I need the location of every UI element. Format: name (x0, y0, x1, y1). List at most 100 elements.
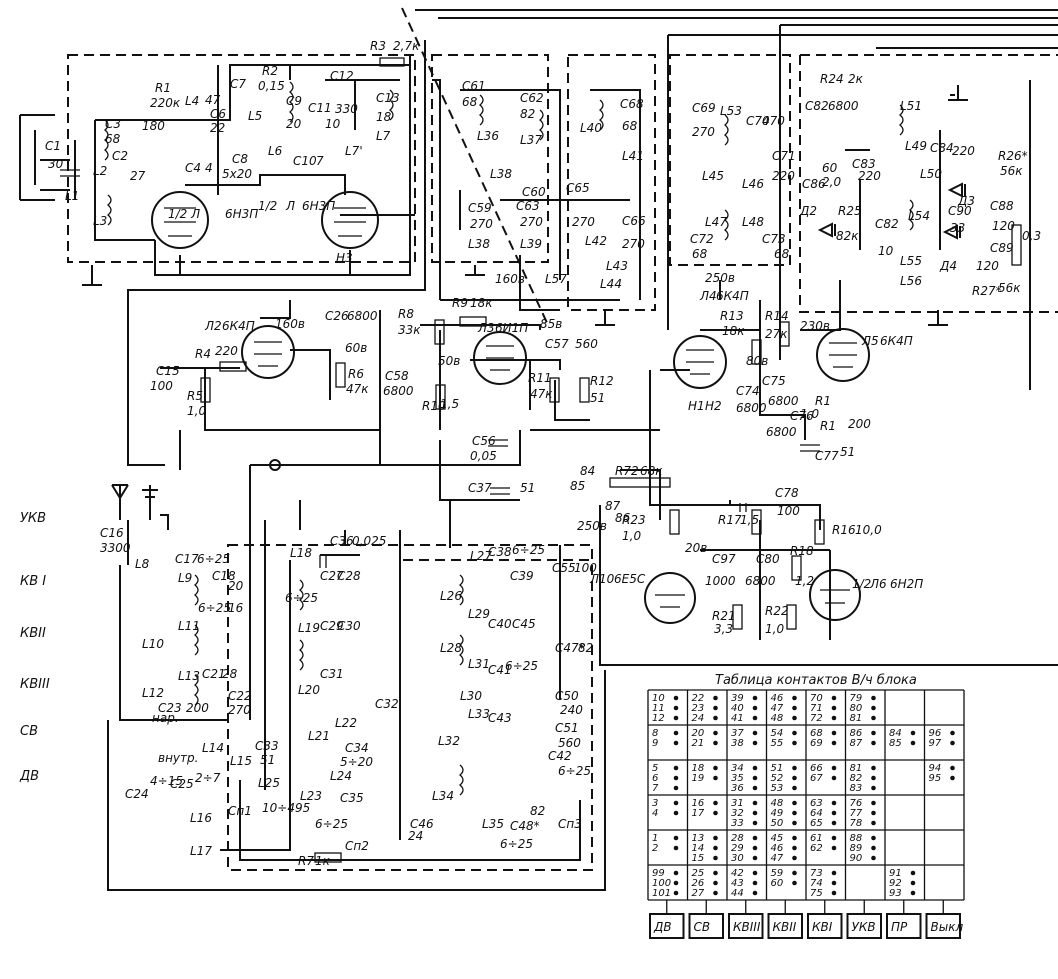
label-c85: 60 (822, 161, 838, 175)
label-c8: C8 (232, 152, 248, 166)
label-l41: L41 (622, 149, 644, 163)
label-l3: L3 (93, 214, 107, 228)
label-c80: C80 (756, 552, 780, 566)
label-r27: R27* (972, 284, 1002, 298)
contact-dot (673, 785, 679, 791)
contact-number: 55 (771, 738, 784, 749)
label-r17-value: 1,5 (740, 513, 759, 527)
label-c3-value: 68 (105, 132, 121, 146)
label-250v-b: 250в (577, 519, 607, 533)
label-c6: C6 (210, 107, 226, 121)
label-l15: L15 (230, 754, 252, 768)
label-r3-value: 2,7к (393, 39, 420, 53)
contact-number: 13 (692, 833, 705, 844)
contact-dot (871, 775, 876, 781)
contact-number: 47 (771, 853, 784, 864)
contact-number: 53 (771, 783, 784, 794)
label-c45-value: 6÷25 (505, 659, 538, 673)
contact-dot (673, 870, 679, 876)
label-tube-l6-a: 1/2 (852, 577, 871, 591)
label-c9-value: 20 (286, 117, 302, 131)
contact-dot (871, 820, 876, 826)
label-c48-value: 6÷25 (500, 837, 533, 851)
label-tube-l4-type: 6К4П (716, 289, 749, 303)
label-c26: C26 (325, 309, 349, 323)
label-r13-value: 18к (722, 324, 745, 338)
label-r26: R26* (998, 149, 1028, 163)
label-tube-l5-type: 6К4П (880, 334, 913, 348)
contact-number: 70 (810, 693, 823, 704)
label-c23-value: 200 (186, 701, 209, 715)
contact-number: 87 (850, 738, 863, 749)
contact-number: 11 (652, 703, 665, 714)
label-c61: C61 (462, 79, 486, 93)
label-c48: C48* (510, 819, 540, 833)
label-r12: R12 (590, 374, 614, 388)
label-l1: L1 (65, 189, 79, 203)
contact-dot (752, 785, 758, 791)
label-r24: R24 (820, 72, 844, 86)
label-c26-value: 6800 (347, 309, 378, 323)
label-r13: R13 (720, 309, 744, 323)
label-c86-value: 2,0 (822, 175, 841, 189)
contact-dot (673, 730, 679, 736)
label-nar: нар. (152, 711, 179, 725)
contact-dot (713, 730, 718, 736)
contact-number: 48 (771, 713, 784, 724)
contact-dot (792, 820, 797, 826)
contact-number: 91 (889, 868, 902, 879)
label-c73-value: 68 (774, 247, 790, 261)
contact-number: 92 (889, 878, 902, 889)
contact-number: 96 (929, 728, 942, 739)
contact-number: 29 (731, 843, 744, 854)
label-86: 86 (615, 511, 631, 525)
contact-number: 43 (731, 878, 744, 889)
label-c11: C11 (308, 101, 332, 115)
label-c89-value: 120 (976, 259, 999, 273)
label-l39: L39 (520, 237, 542, 251)
contact-dot (871, 810, 876, 816)
contact-number: 83 (850, 783, 863, 794)
label-c59-value: 270 (470, 217, 493, 231)
label-c25-value: 2÷7 (195, 771, 221, 785)
contact-cell: 89 (652, 728, 679, 749)
label-c8-value: 5х20 (222, 167, 252, 181)
label-r16-value: 10,0 (855, 523, 882, 537)
label-c82-value: 6800 (828, 99, 859, 113)
contact-dot (713, 855, 718, 861)
label-c56: C56 (472, 434, 496, 448)
contact-number: 12 (652, 713, 665, 724)
label-87: 87 (605, 499, 621, 513)
label-r1b: R1 (815, 394, 831, 408)
contact-number: 89 (850, 843, 863, 854)
label-l25: L25 (258, 776, 280, 790)
contact-number: 73 (810, 868, 823, 879)
label-l13: L13 (178, 669, 200, 683)
label-tube-l2-type: 6К4П (222, 319, 255, 333)
label-c35: C35 (340, 791, 364, 805)
contact-number: 93 (889, 888, 902, 899)
label-6800: 6800 (745, 574, 776, 588)
contact-number: 9 (652, 738, 658, 749)
band-button-label: КВII (773, 920, 797, 934)
label-l7-prime: L7' (345, 144, 363, 158)
contact-dot (673, 715, 679, 721)
label-l19: L19 (298, 621, 320, 635)
band-dv: ДВ (19, 769, 39, 784)
contact-number: 49 (771, 808, 784, 819)
label-l34: L34 (432, 789, 454, 803)
label-c69: C69 (692, 101, 716, 115)
label-l40: L40 (580, 121, 602, 135)
label-c27-value: 6÷25 (285, 591, 318, 605)
contact-number: 52 (771, 773, 784, 784)
contact-dot (950, 765, 955, 771)
label-tube-l6-b: Л6 (869, 577, 887, 591)
label-c88: C88 (990, 199, 1014, 213)
